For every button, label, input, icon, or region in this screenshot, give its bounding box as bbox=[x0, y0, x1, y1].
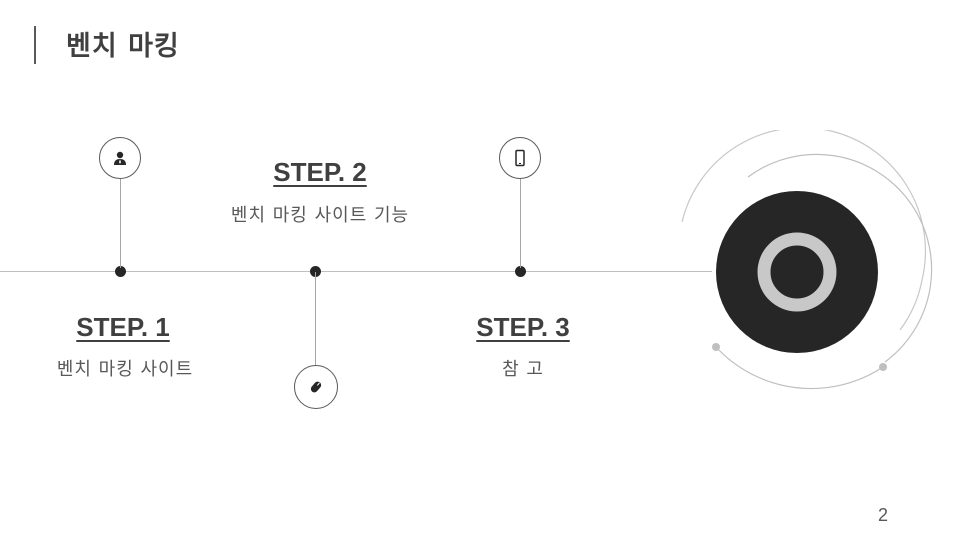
icon-circle-step-2 bbox=[294, 365, 338, 409]
step-2-description: 벤치 마킹 사이트 기능 bbox=[230, 205, 410, 226]
step-1-title: STEP. 1 bbox=[76, 312, 170, 342]
timeline-dot-step-3 bbox=[515, 266, 526, 277]
step-2-title: STEP. 2 bbox=[273, 157, 367, 187]
stem-step-3 bbox=[520, 178, 521, 268]
icon-circle-step-3 bbox=[499, 137, 541, 179]
step-3-title: STEP. 3 bbox=[476, 312, 570, 342]
mouse-icon bbox=[310, 381, 322, 393]
page-number: 2 bbox=[877, 505, 888, 525]
light-ring bbox=[757, 232, 837, 312]
dark-circle bbox=[716, 191, 878, 353]
title-accent-bar bbox=[34, 26, 36, 64]
mobile-phone-icon bbox=[515, 149, 525, 167]
slide-title: 벤치 마킹 bbox=[66, 31, 180, 62]
arc-end-dot-left bbox=[712, 343, 720, 351]
icon-circle-step-1 bbox=[99, 137, 141, 179]
stem-step-1 bbox=[120, 178, 121, 268]
timeline-dot-step-2 bbox=[310, 266, 321, 277]
timeline-dot-step-1 bbox=[115, 266, 126, 277]
step-3-description: 참 고 bbox=[502, 359, 544, 380]
step-1-description: 벤치 마킹 사이트 bbox=[56, 359, 194, 380]
timeline-line bbox=[0, 271, 712, 272]
bottom-arc bbox=[715, 346, 884, 390]
person-icon bbox=[114, 151, 126, 165]
stem-step-2 bbox=[315, 272, 316, 365]
arc-end-dot-right bbox=[879, 363, 887, 371]
decorative-circle-graphic bbox=[681, 130, 933, 390]
inner-arc bbox=[747, 153, 933, 363]
outer-arc bbox=[681, 130, 927, 331]
